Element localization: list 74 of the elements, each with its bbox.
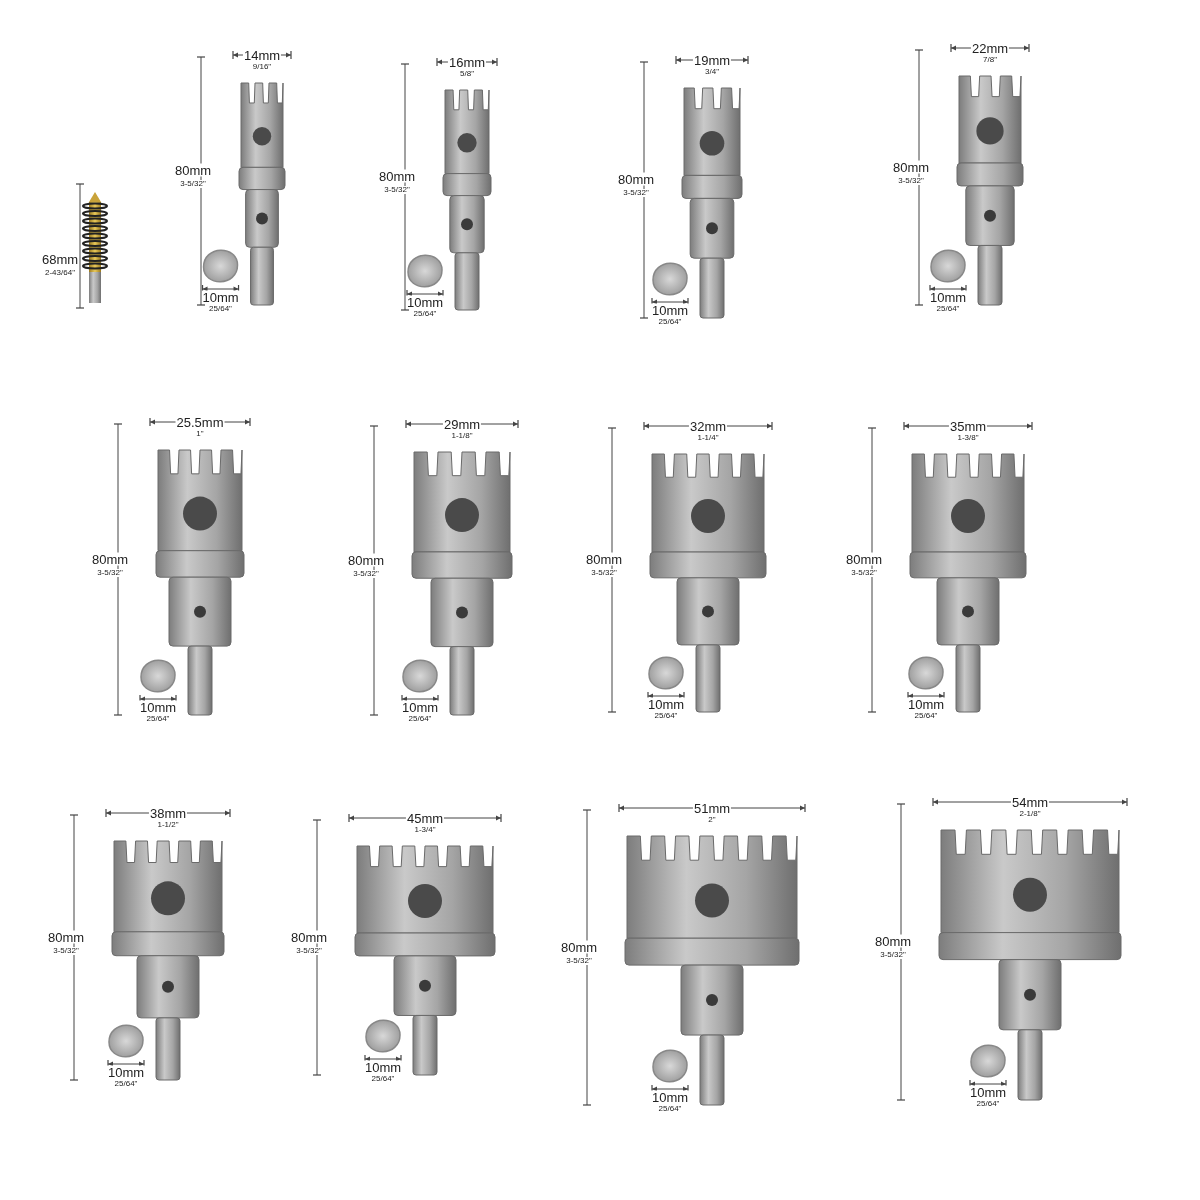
dimension-label: 3-5/32" <box>383 186 411 194</box>
dimension-label: 80mm <box>46 930 86 943</box>
dimension-label: 3-5/32" <box>590 569 618 577</box>
dimension-label: 3-5/32" <box>52 946 80 955</box>
dimension-label: 80mm <box>377 169 417 183</box>
dimension-label: 9/16" <box>251 63 273 71</box>
dimension-label: 25.5mm <box>175 415 225 429</box>
dimension-label: 16mm <box>447 55 487 69</box>
dimension-label: 22mm <box>970 41 1010 55</box>
dimension-label: 25/64" <box>653 712 679 720</box>
dimension-label: 25/64" <box>657 1105 683 1113</box>
dimension-label: 29mm <box>442 417 482 431</box>
dimension-label: 2-43/64" <box>44 268 76 277</box>
dimension-label: 10mm <box>201 290 240 304</box>
dimension-label: 1-1/4" <box>696 434 720 442</box>
dimension-label: 3-5/32" <box>897 176 925 185</box>
dimension-label: 10mm <box>968 1085 1008 1099</box>
dimension-label: 45mm <box>405 811 445 825</box>
dimension-label: 10mm <box>906 697 946 711</box>
dimension-label: 25/64" <box>208 305 233 313</box>
dimension-label: 25/64" <box>975 1100 1001 1108</box>
dimension-label: 1-1/2" <box>156 821 180 829</box>
dimension-label: 80mm <box>90 552 130 565</box>
dimension-label: 7/8" <box>982 56 998 64</box>
dimension-label: 3-5/32" <box>295 946 323 955</box>
dimension-label: 10mm <box>363 1060 403 1074</box>
dimension-label: 3/4" <box>704 68 720 76</box>
dimension-label: 25/64" <box>412 310 438 318</box>
dimension-label: 5/8" <box>459 70 475 78</box>
dimension-label: 25/64" <box>370 1075 396 1083</box>
dimension-label: 2-1/8" <box>1018 810 1042 818</box>
dimension-label: 25/64" <box>407 715 433 723</box>
dimension-label: 3-5/32" <box>352 569 380 578</box>
dimension-label: 10mm <box>106 1065 146 1079</box>
dimension-label: 51mm <box>692 801 732 815</box>
dimension-label: 10mm <box>400 700 440 714</box>
dimension-label: 3-5/32" <box>565 956 593 965</box>
dimension-label: 2" <box>707 816 717 824</box>
dimension-label: 80mm <box>844 552 884 566</box>
dimension-label: 80mm <box>559 940 599 953</box>
dimension-label: 80mm <box>346 553 386 566</box>
dimension-label: 38mm <box>148 806 188 820</box>
dimension-label: 80mm <box>873 934 913 948</box>
dimension-label: 25/64" <box>145 715 171 723</box>
dimension-label: 3-5/32" <box>850 569 878 577</box>
dimension-label: 1-1/8" <box>450 432 474 440</box>
dimension-label: 10mm <box>928 290 968 304</box>
dimension-label: 25/64" <box>913 712 939 720</box>
dimension-label: 10mm <box>650 1090 690 1104</box>
dimension-label: 10mm <box>138 700 178 714</box>
dimension-label: 3-5/32" <box>179 180 207 188</box>
dimension-label: 3-5/32" <box>879 951 907 959</box>
dimension-label: 35mm <box>948 419 988 433</box>
dimension-label: 25/64" <box>113 1080 139 1088</box>
dimension-label: 32mm <box>688 419 728 433</box>
dimension-label: 3-5/32" <box>622 189 650 197</box>
dimension-label: 1-3/8" <box>956 434 980 442</box>
dimension-label: 80mm <box>616 172 656 186</box>
dimension-label: 1" <box>195 430 205 438</box>
dimension-label: 54mm <box>1010 795 1050 809</box>
dimension-label: 80mm <box>584 552 624 566</box>
dimension-label: 10mm <box>405 295 445 309</box>
dimension-label: 25/64" <box>935 305 961 313</box>
dimension-label: 1-3/4" <box>413 826 437 834</box>
dimension-label: 68mm <box>40 252 80 265</box>
dimension-label: 19mm <box>692 53 732 67</box>
dimension-label: 80mm <box>289 930 329 943</box>
dimension-label: 3-5/32" <box>96 568 124 577</box>
dimension-label: 10mm <box>650 303 690 317</box>
dimension-label: 25/64" <box>657 318 683 326</box>
dimension-label: 10mm <box>646 697 686 711</box>
dimension-label: 80mm <box>173 163 213 177</box>
dimension-label: 14mm <box>242 48 282 62</box>
dimension-label: 80mm <box>891 160 931 173</box>
